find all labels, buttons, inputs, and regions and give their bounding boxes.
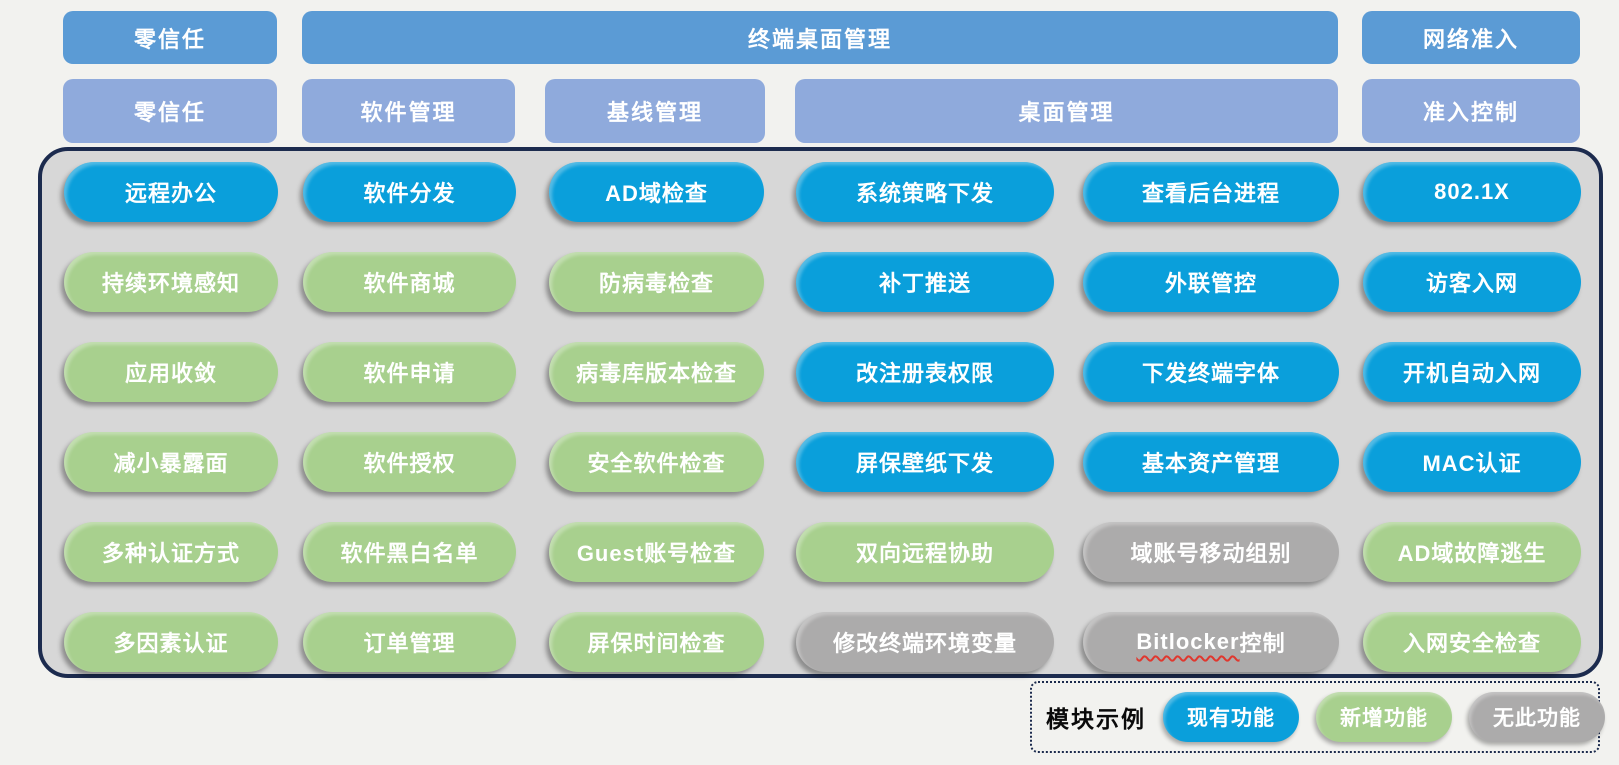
feature-pill-desktop-management-a-2: 补丁推送 bbox=[796, 252, 1054, 312]
feature-pill-access-control-4: MAC认证 bbox=[1363, 432, 1581, 492]
feature-pill-access-control-1: 802.1X bbox=[1363, 162, 1581, 222]
feature-pill-baseline-management-6: 屏保时间检查 bbox=[549, 612, 764, 672]
feature-pill-desktop-management-b-3: 下发终端字体 bbox=[1083, 342, 1339, 402]
feature-pill-software-management-6: 订单管理 bbox=[303, 612, 516, 672]
feature-pill-zero-trust-3: 应用收敛 bbox=[64, 342, 278, 402]
sub-header-baseline-management: 基线管理 bbox=[545, 79, 765, 143]
feature-pill-desktop-management-b-1: 查看后台进程 bbox=[1083, 162, 1339, 222]
feature-pill-software-management-1: 软件分发 bbox=[303, 162, 516, 222]
legend-pill-existing-feature: 现有功能 bbox=[1163, 692, 1299, 742]
feature-pill-zero-trust-6: 多因素认证 bbox=[64, 612, 278, 672]
legend-pill-no-feature: 无此功能 bbox=[1469, 692, 1605, 742]
feature-pill-access-control-2: 访客入网 bbox=[1363, 252, 1581, 312]
feature-pill-zero-trust-1: 远程办公 bbox=[64, 162, 278, 222]
feature-pill-desktop-management-a-6: 修改终端环境变量 bbox=[796, 612, 1054, 672]
feature-pill-baseline-management-1: AD域检查 bbox=[549, 162, 764, 222]
sub-header-zero-trust: 零信任 bbox=[63, 79, 277, 143]
misspelled-text: Bitlocker bbox=[1136, 629, 1240, 654]
top-header-zero-trust: 零信任 bbox=[63, 11, 277, 64]
feature-pill-access-control-5: AD域故障逃生 bbox=[1363, 522, 1581, 582]
feature-pill-desktop-management-b-2: 外联管控 bbox=[1083, 252, 1339, 312]
feature-pill-zero-trust-4: 减小暴露面 bbox=[64, 432, 278, 492]
feature-pill-baseline-management-5: Guest账号检查 bbox=[549, 522, 764, 582]
legend-title: 模块示例 bbox=[1046, 706, 1146, 732]
feature-pill-software-management-3: 软件申请 bbox=[303, 342, 516, 402]
top-header-network-access: 网络准入 bbox=[1362, 11, 1580, 64]
feature-pill-desktop-management-a-3: 改注册表权限 bbox=[796, 342, 1054, 402]
feature-pill-access-control-3: 开机自动入网 bbox=[1363, 342, 1581, 402]
feature-pill-desktop-management-b-4: 基本资产管理 bbox=[1083, 432, 1339, 492]
feature-pill-zero-trust-2: 持续环境感知 bbox=[64, 252, 278, 312]
feature-pill-baseline-management-4: 安全软件检查 bbox=[549, 432, 764, 492]
feature-pill-software-management-5: 软件黑白名单 bbox=[303, 522, 516, 582]
feature-pill-baseline-management-3: 病毒库版本检查 bbox=[549, 342, 764, 402]
pill-label-rest: 控制 bbox=[1239, 631, 1286, 656]
sub-header-desktop-management: 桌面管理 bbox=[795, 79, 1338, 143]
feature-pill-access-control-6: 入网安全检查 bbox=[1363, 612, 1581, 672]
feature-pill-software-management-4: 软件授权 bbox=[303, 432, 516, 492]
feature-pill-zero-trust-5: 多种认证方式 bbox=[64, 522, 278, 582]
feature-pill-desktop-management-a-4: 屏保壁纸下发 bbox=[796, 432, 1054, 492]
feature-panel: 远程办公持续环境感知应用收敛减小暴露面多种认证方式多因素认证 软件分发软件商城软件… bbox=[38, 147, 1603, 678]
legend: 模块示例 现有功能新增功能无此功能 bbox=[1030, 681, 1605, 753]
feature-pill-desktop-management-a-5: 双向远程协助 bbox=[796, 522, 1054, 582]
feature-pill-baseline-management-2: 防病毒检查 bbox=[549, 252, 764, 312]
sub-header-access-control: 准入控制 bbox=[1362, 79, 1580, 143]
legend-pill-new-feature: 新增功能 bbox=[1316, 692, 1452, 742]
sub-header-software-management: 软件管理 bbox=[302, 79, 515, 143]
feature-pill-desktop-management-a-1: 系统策略下发 bbox=[796, 162, 1054, 222]
top-header-terminal-desktop-management: 终端桌面管理 bbox=[302, 11, 1338, 64]
feature-pill-desktop-management-b-5: 域账号移动组别 bbox=[1083, 522, 1339, 582]
feature-pill-software-management-2: 软件商城 bbox=[303, 252, 516, 312]
